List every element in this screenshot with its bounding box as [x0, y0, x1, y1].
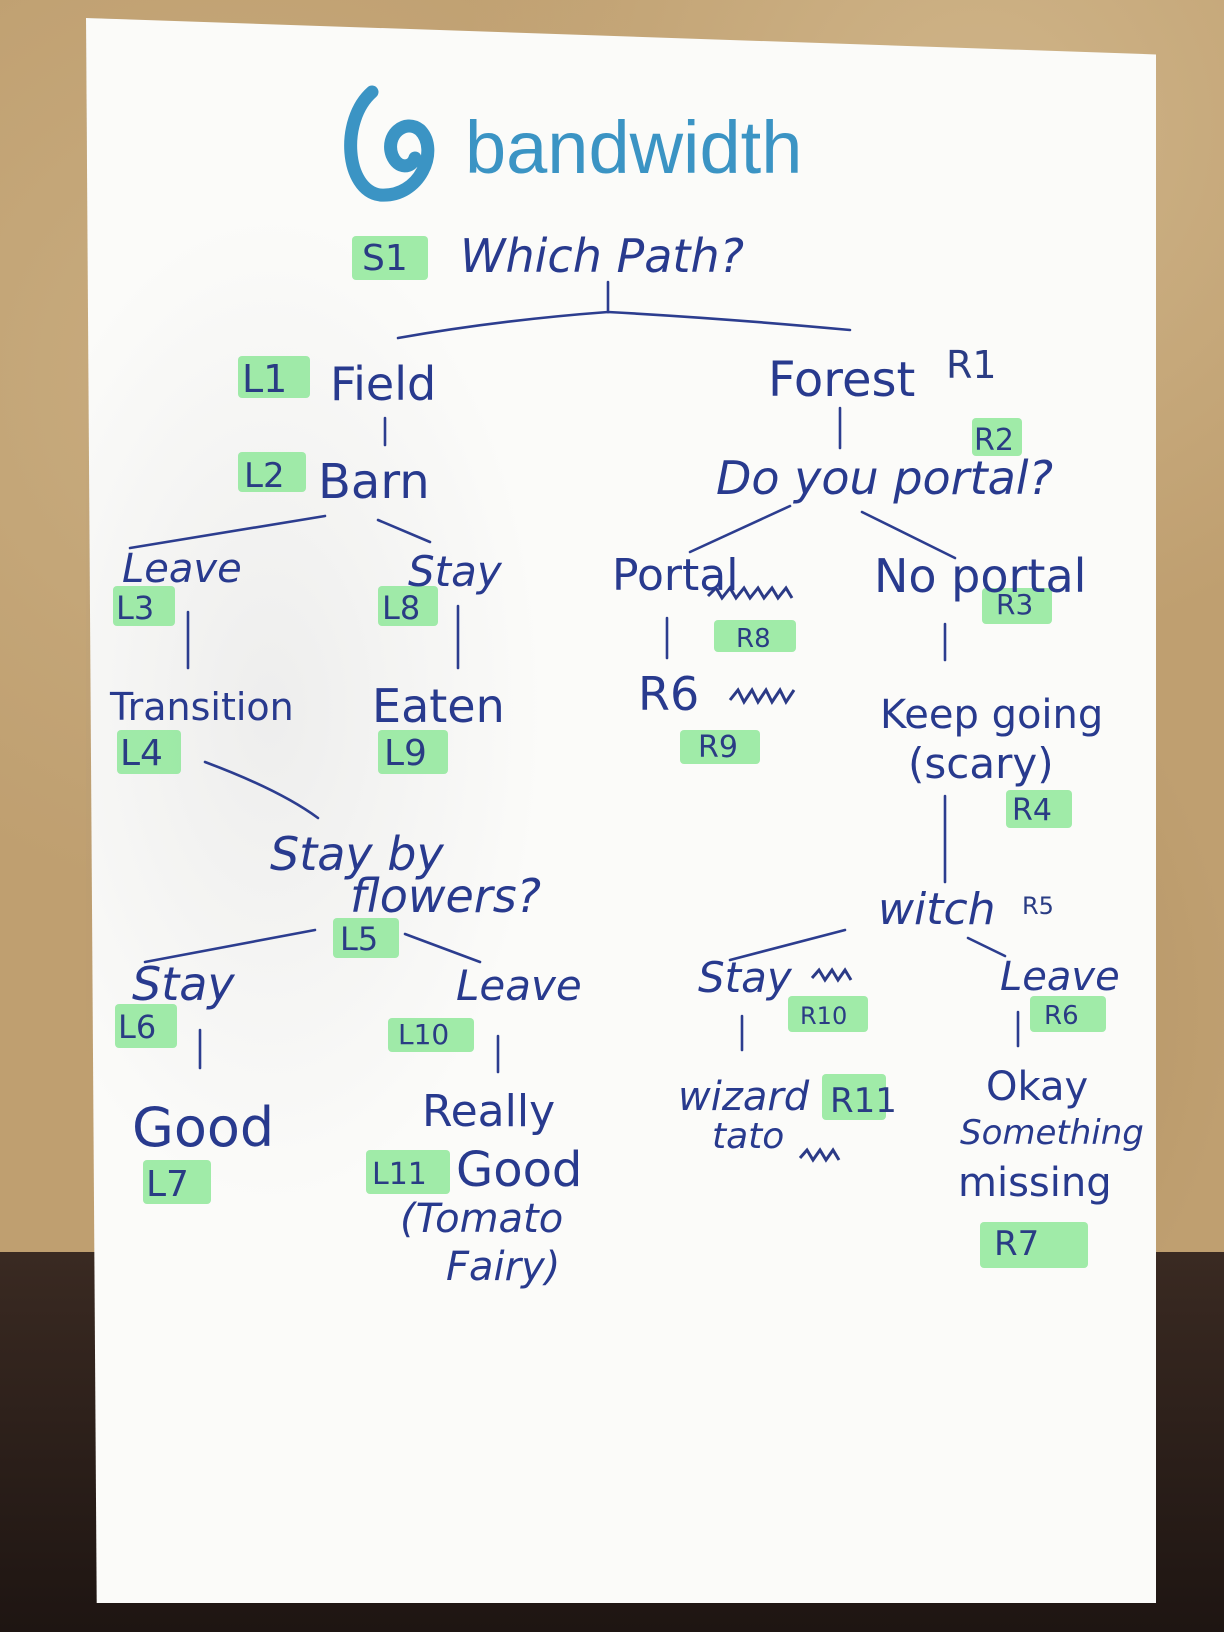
node-root: S1 Which Path? — [362, 229, 744, 283]
node-tag: R7 — [994, 1224, 1039, 1264]
node-label: Stay — [132, 957, 235, 1011]
node-label: Do you portal? — [716, 451, 1053, 505]
node-label: Eaten — [372, 679, 505, 733]
node-label-line2: (scary) — [908, 739, 1054, 788]
node-field: L1 Field — [242, 357, 436, 411]
node-stay-l8: Stay L8 — [382, 547, 503, 627]
node-leave-r6: Leave R6 — [1000, 954, 1120, 1031]
node-label-line3: (Tomato — [400, 1196, 563, 1242]
node-wizard-tato: wizard R11 tato — [678, 1074, 897, 1157]
node-eaten: Eaten L9 — [372, 679, 505, 774]
node-tag: R5 — [1022, 892, 1054, 920]
bandwidth-logo: bandwidth — [344, 85, 802, 202]
node-label: No portal — [874, 549, 1086, 603]
node-tag: R8 — [736, 624, 771, 654]
node-label: witch — [878, 884, 996, 935]
paper-sheet — [86, 18, 1156, 1603]
node-label: Leave — [456, 961, 582, 1010]
node-keep-going: Keep going (scary) R4 — [880, 692, 1103, 828]
node-label: Transition — [109, 685, 294, 729]
node-label-line2: tato — [712, 1116, 784, 1157]
node-tag: R9 — [698, 730, 738, 765]
node-label-line1: wizard — [678, 1074, 810, 1120]
node-leave-l10: Leave L10 — [398, 961, 582, 1051]
node-tag: L6 — [118, 1008, 156, 1046]
node-r6: R6 R9 — [638, 667, 738, 765]
node-really-good: Really L11 Good (Tomato Fairy) — [372, 1086, 582, 1290]
bandwidth-logo-icon — [344, 85, 435, 202]
node-label: R6 — [638, 667, 699, 721]
node-label-line4: Fairy) — [446, 1244, 560, 1290]
node-tag: R10 — [800, 1002, 847, 1030]
node-tag: L10 — [398, 1018, 449, 1051]
node-tag: R1 — [946, 343, 997, 387]
node-tag: L3 — [116, 589, 154, 627]
node-witch: witch R5 — [878, 884, 1054, 935]
node-label-line3: missing — [958, 1160, 1112, 1206]
node-label: Which Path? — [460, 229, 744, 283]
node-tag: L7 — [146, 1164, 189, 1205]
tree-edges — [128, 280, 1020, 1074]
node-label-line1: Really — [422, 1086, 555, 1137]
node-forest: Forest R1 — [768, 343, 997, 408]
node-tag: S1 — [362, 238, 408, 279]
node-label: Leave — [122, 546, 242, 592]
node-label: Portal — [612, 550, 738, 601]
node-good: Good L7 — [132, 1096, 274, 1205]
node-label: Leave — [1000, 954, 1120, 1000]
node-tag: L2 — [244, 456, 285, 496]
node-tag: L11 — [372, 1157, 427, 1192]
node-transition: Transition L4 — [109, 685, 294, 774]
node-tag: R11 — [830, 1081, 897, 1121]
node-tag: L5 — [340, 920, 378, 958]
node-tag: R2 — [974, 423, 1014, 458]
node-label: Stay — [408, 547, 503, 596]
node-tag: L4 — [120, 733, 163, 774]
node-do-you-portal: R2 Do you portal? — [716, 423, 1053, 505]
node-label-line1: Okay — [986, 1064, 1088, 1110]
node-label-line2: flowers? — [350, 869, 541, 923]
node-leave-l3: Leave L3 — [116, 546, 242, 627]
node-portal: Portal R8 — [612, 550, 771, 654]
node-label-line1: Stay by — [270, 827, 444, 881]
node-stay-l6: Stay L6 — [118, 957, 235, 1046]
node-label: Good — [132, 1096, 274, 1159]
node-label: Forest — [768, 352, 915, 408]
node-tag: R3 — [996, 588, 1033, 621]
node-label-line2: Good — [456, 1142, 582, 1198]
node-label: Barn — [318, 454, 430, 510]
node-tag: L1 — [242, 357, 287, 401]
node-tag: R6 — [1044, 1001, 1079, 1031]
node-label-line1: Keep going — [880, 692, 1103, 738]
node-label: Field — [330, 357, 436, 411]
node-no-portal: No portal R3 — [874, 549, 1086, 621]
node-barn: L2 Barn — [244, 454, 430, 510]
node-tag: L9 — [384, 733, 427, 774]
node-label-line2: Something — [960, 1113, 1144, 1153]
scribble-marks — [706, 585, 853, 1163]
node-okay-something-missing: Okay Something missing R7 — [958, 1064, 1144, 1264]
node-tag: L8 — [382, 589, 420, 627]
highlights — [113, 236, 1106, 1268]
logo-text: bandwidth — [465, 106, 802, 189]
node-stay-r10: Stay R10 — [698, 953, 847, 1030]
node-label: Stay — [698, 953, 793, 1002]
node-stay-by-flowers: Stay by flowers? L5 — [270, 827, 541, 958]
node-tag: R4 — [1012, 793, 1052, 828]
